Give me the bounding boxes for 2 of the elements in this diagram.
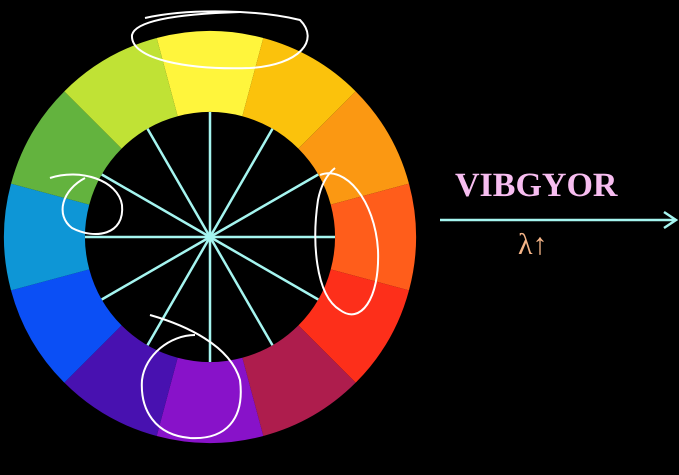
spectrum-label: VIBGYOR <box>455 167 618 205</box>
wavelength-label: λ↑ <box>518 228 548 262</box>
